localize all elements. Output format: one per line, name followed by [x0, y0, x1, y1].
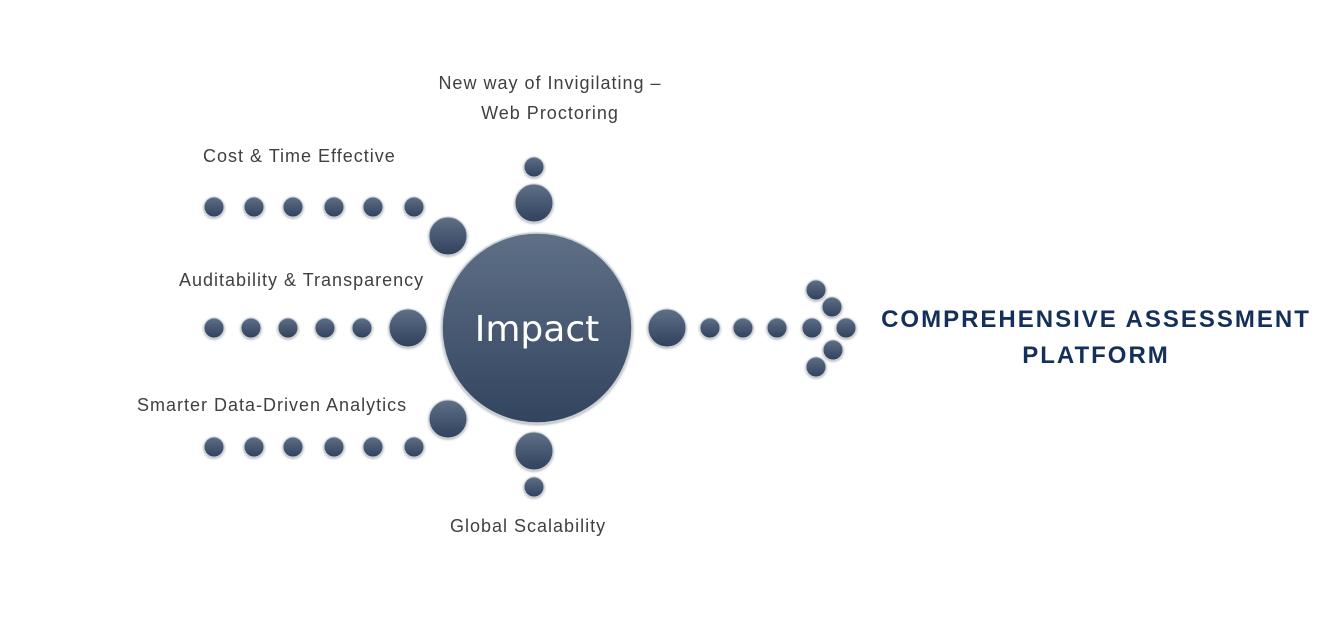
outcome-title: COMPREHENSIVE ASSESSMENT PLATFORM: [876, 302, 1316, 374]
label-auditability: Auditability & Transparency: [179, 270, 425, 290]
audit-dot-large: [388, 308, 428, 348]
label-web-line1: New way of Invigilating –: [438, 73, 662, 93]
label-smarter-analytics: Smarter Data-Driven Analytics: [137, 395, 408, 415]
arrow-dot-4: [801, 317, 823, 339]
smarter-dot-3: [282, 436, 304, 458]
cost-time-branch: [203, 196, 468, 256]
cost-dot-1: [203, 196, 225, 218]
audit-dot-4: [314, 317, 336, 339]
label-web-proctoring: New way of Invigilating – Web Proctoring: [420, 68, 680, 128]
arrow-dot-2: [732, 317, 754, 339]
label-cost-time: Cost & Time Effective: [203, 146, 396, 166]
smarter-dot-1: [203, 436, 225, 458]
cost-dot-large: [428, 216, 468, 256]
smarter-branch: [203, 399, 468, 458]
web-dot-small: [523, 156, 545, 178]
hub-label: Impact: [475, 309, 600, 350]
cost-dot-5: [362, 196, 384, 218]
audit-dot-1: [203, 317, 225, 339]
global-dot-large: [514, 431, 554, 471]
impact-hub: Impact: [441, 232, 633, 424]
audit-dot-3: [277, 317, 299, 339]
global-scalability-branch: [514, 431, 554, 498]
audit-dot-2: [240, 317, 262, 339]
arrow-dot-large: [647, 308, 687, 348]
arrow-dot-3: [766, 317, 788, 339]
arrow-head-upper-2: [821, 296, 843, 318]
cost-dot-6: [403, 196, 425, 218]
smarter-dot-large: [428, 399, 468, 439]
cost-dot-3: [282, 196, 304, 218]
cost-dot-2: [243, 196, 265, 218]
smarter-dot-4: [323, 436, 345, 458]
cost-dot-4: [323, 196, 345, 218]
outcome-line2: PLATFORM: [1022, 342, 1170, 369]
arrow-dot-1: [699, 317, 721, 339]
smarter-dot-6: [403, 436, 425, 458]
hub-circle: [441, 232, 633, 424]
label-web-line2: Web Proctoring: [481, 103, 619, 123]
outcome-line1: COMPREHENSIVE ASSESSMENT: [881, 306, 1311, 333]
web-dot-large: [514, 183, 554, 223]
global-dot-small: [523, 476, 545, 498]
web-proctoring-branch: [514, 156, 554, 223]
arrow-head-upper-1: [805, 279, 827, 301]
arrow-tip: [835, 317, 857, 339]
label-global-scalability: Global Scalability: [450, 516, 607, 536]
outcome-arrow: [647, 279, 857, 378]
audit-branch: [203, 308, 428, 348]
smarter-dot-5: [362, 436, 384, 458]
audit-dot-5: [351, 317, 373, 339]
arrow-head-lower-2: [805, 356, 827, 378]
smarter-dot-2: [243, 436, 265, 458]
arrow-head-lower-1: [822, 339, 844, 361]
